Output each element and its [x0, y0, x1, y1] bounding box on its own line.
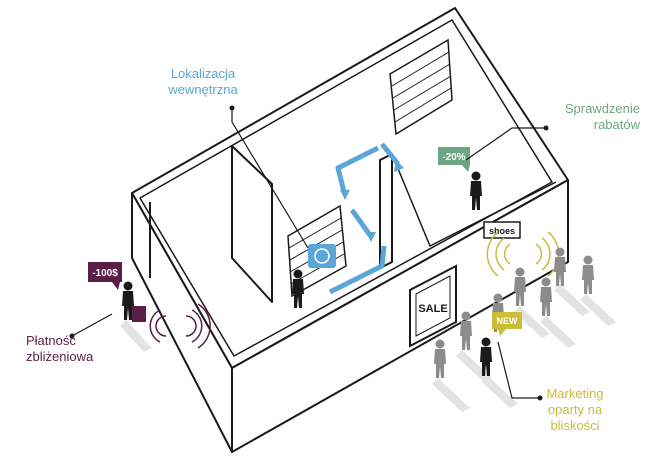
partition-wall-mid [379, 153, 393, 269]
discount-badge-text: -20% [442, 152, 465, 163]
compass-icon [314, 248, 330, 264]
new-badge: NEW [492, 312, 522, 336]
label-indoor-location: Lokalizacja wewnętrzna [168, 66, 238, 97]
leader-payment [71, 313, 113, 337]
sale-sign: SALE [409, 264, 457, 348]
leader-indoor [231, 108, 309, 249]
discount-badge: -20% [438, 147, 470, 172]
new-badge-text: NEW [497, 316, 519, 326]
leader-discount [465, 127, 546, 161]
store-building [131, 7, 569, 453]
shopping-bag-icon [132, 306, 146, 322]
label-proximity-marketing: Marketing oparty na bliskości [546, 386, 604, 433]
leader-marketing [497, 341, 540, 399]
back-shelf [389, 38, 453, 136]
path-arrows [340, 160, 404, 242]
inner-floor-outline [139, 19, 553, 357]
label-contactless-payment: Płatność zbliżeniowa [26, 333, 94, 364]
nfc-signal-icon [149, 303, 211, 349]
navigation-badge [308, 244, 336, 268]
payment-badge: -100$ [88, 262, 122, 290]
leader-lines [71, 108, 546, 399]
shoes-sign: shoes [483, 221, 521, 239]
proximity-signal-icon [486, 231, 560, 277]
payment-badge-text: -100$ [92, 268, 118, 279]
label-discount-check: Sprawdzenie rabatów [564, 101, 640, 132]
partition-wall-left [231, 145, 273, 303]
shoes-sign-text: shoes [489, 226, 515, 236]
sale-sign-text: SALE [418, 303, 447, 315]
partition-wall-back [391, 153, 557, 247]
front-wall-right [231, 179, 569, 453]
leader-dots [69, 105, 549, 401]
